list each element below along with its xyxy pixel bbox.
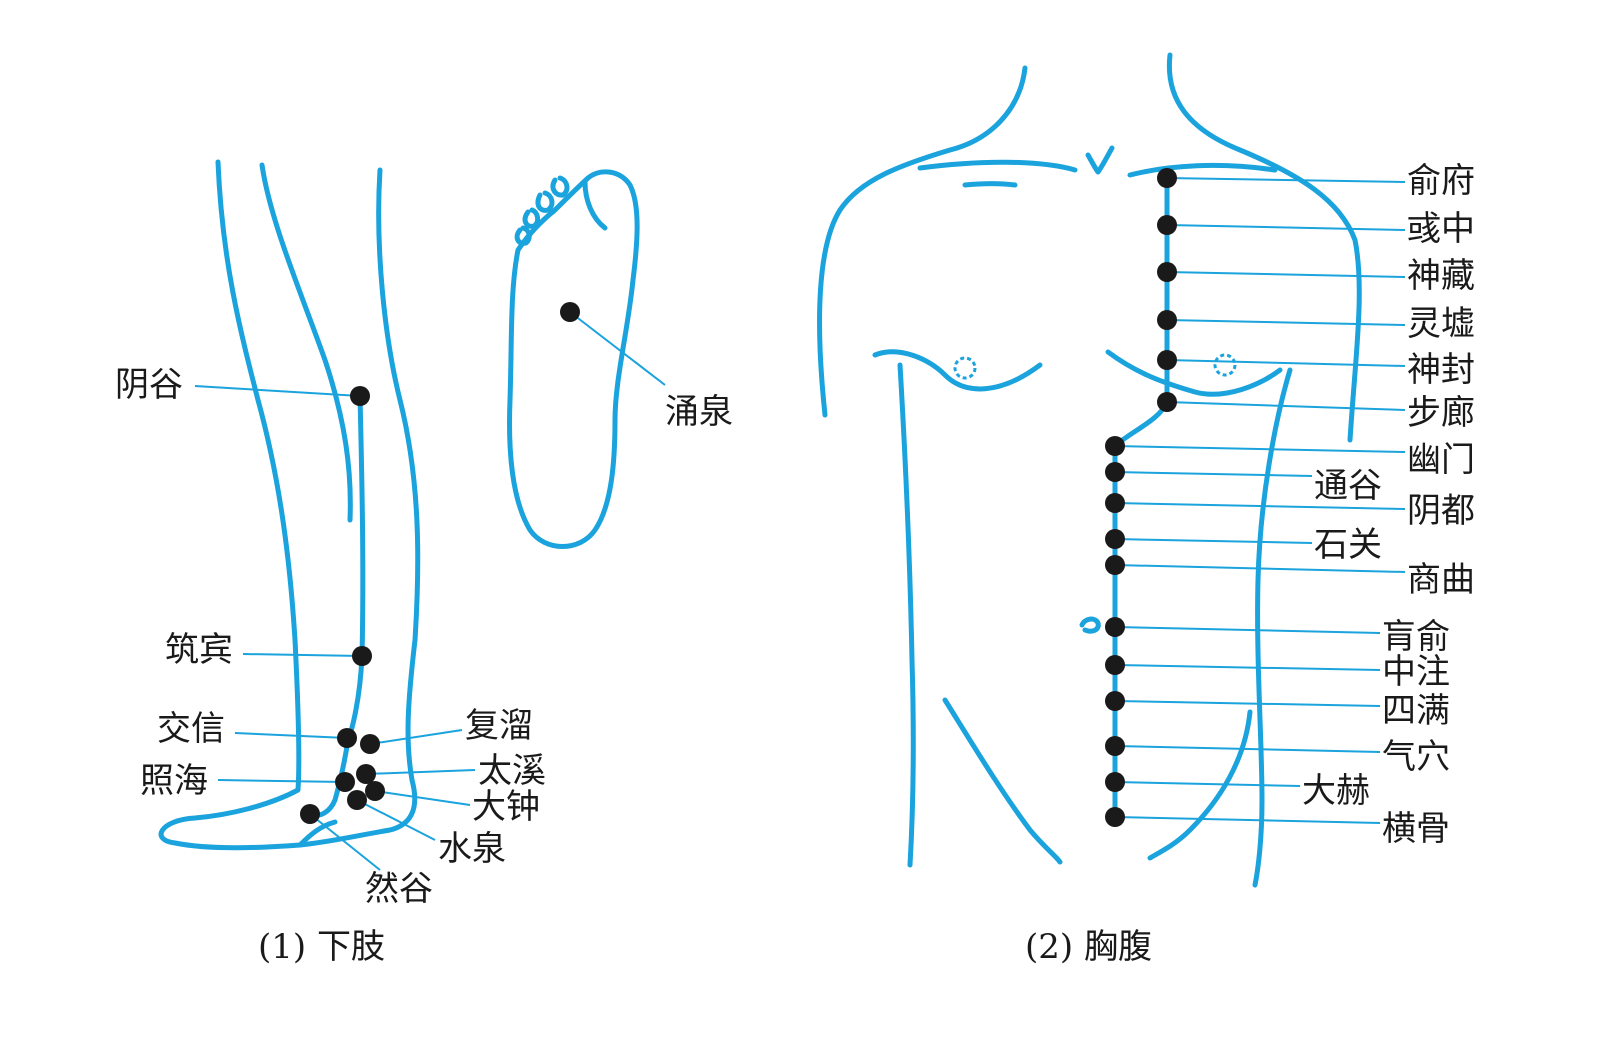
label-jiaoxin: 交信 (157, 709, 225, 749)
label-rangu: 然谷 (365, 869, 433, 909)
label-dazhong: 大钟 (472, 787, 540, 827)
label-qixue: 气穴 (1382, 737, 1450, 777)
point-huangshu (1105, 617, 1125, 637)
leg-outline (158, 159, 421, 851)
point-shiguan (1105, 529, 1125, 549)
point-zhongzhu (1105, 655, 1125, 675)
point-shencang (1157, 262, 1177, 282)
point-shangqu (1105, 555, 1125, 575)
point-bulang (1157, 392, 1177, 412)
nipple-left (953, 356, 977, 380)
label-shenfeng: 神封 (1407, 350, 1475, 390)
point-dahe (1105, 772, 1125, 792)
label-bulang: 步廊 (1407, 393, 1475, 433)
point-shuiquan (347, 790, 367, 810)
point-henggu (1105, 807, 1125, 827)
label-youmen: 幽门 (1407, 440, 1475, 480)
label-zhongzhu: 中注 (1382, 652, 1450, 692)
point-qixue (1105, 736, 1125, 756)
label-taixi: 太溪 (478, 751, 546, 791)
label-shuiquan: 水泉 (438, 829, 506, 869)
label-dahe: 大赫 (1302, 771, 1370, 811)
point-futonggu (1105, 462, 1125, 482)
label-shangqu: 商曲 (1407, 560, 1475, 600)
point-yuzhong (1157, 215, 1177, 235)
point-dazhong (365, 781, 385, 801)
label-yindu: 阴都 (1407, 491, 1475, 531)
point-shufu (1157, 168, 1177, 188)
point-taixi (356, 764, 376, 784)
point-yingu (350, 386, 370, 406)
label-henggu: 横骨 (1382, 809, 1450, 849)
label-siman: 四满 (1382, 691, 1450, 731)
caption-chest-abdomen: (2) 胸腹 (1025, 927, 1152, 967)
caption-lower-limb: (1) 下肢 (258, 927, 385, 967)
label-huangshu: 肓俞 (1382, 617, 1450, 657)
point-shenfeng (1157, 350, 1177, 370)
leg-meridian-line (307, 393, 366, 818)
label-shufu: 俞府 (1407, 161, 1475, 201)
label-yingu: 阴谷 (115, 365, 183, 405)
point-jiaoxin (337, 728, 357, 748)
label-shiguan: 石关 (1314, 525, 1382, 565)
label-yongquan: 涌泉 (665, 392, 733, 432)
label-futonggu: 通谷 (1314, 466, 1382, 506)
point-youmen (1105, 436, 1125, 456)
point-zhaohai (335, 772, 355, 792)
point-yindu (1105, 493, 1125, 513)
label-shencang: 神藏 (1407, 256, 1475, 296)
label-zhubin: 筑宾 (165, 630, 233, 670)
point-lingxu (1157, 310, 1177, 330)
point-zhubin (352, 646, 372, 666)
nipple-right (1213, 353, 1237, 377)
label-lingxu: 灵墟 (1407, 304, 1475, 344)
point-siman (1105, 691, 1125, 711)
point-yongquan (560, 302, 580, 322)
label-zhaohai: 照海 (140, 761, 208, 801)
foot-sole-outline (507, 169, 640, 549)
label-yuzhong: 彧中 (1407, 209, 1475, 249)
lower-limb-acupoints: 阴谷 筑宾 交信 照海 复溜 太溪 大钟 水泉 然谷 涌泉 (115, 302, 733, 909)
label-fuliu: 复溜 (465, 706, 533, 746)
torso-outline (817, 52, 1362, 888)
point-rangu (300, 804, 320, 824)
chest-abdomen-acupoints: 俞府 彧中 神藏 灵墟 神封 步廊 幽门 通谷 阴都 石关 商曲 肓俞 (1105, 161, 1475, 849)
point-fuliu (360, 734, 380, 754)
